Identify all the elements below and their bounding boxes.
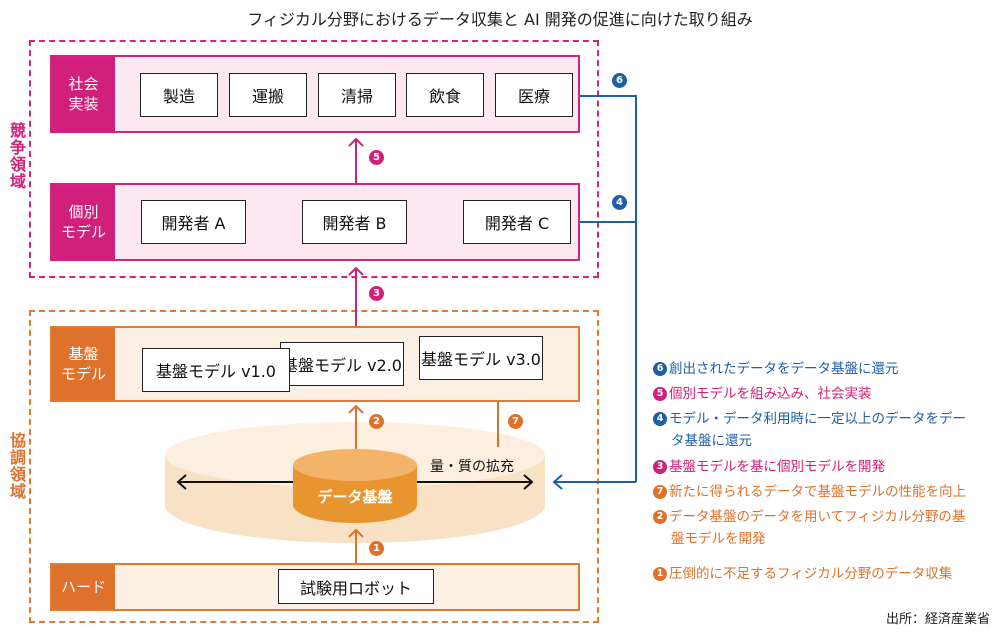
developer-box: 開発者 C [463,200,571,244]
individual-model-header: 個別 モデル [52,185,115,259]
cooperative-zone-label: 協調領域 [7,432,26,500]
domain-box: 製造 [140,73,218,117]
legend-text: タ基盤に還元 [671,433,752,449]
legend-line: タ基盤に還元 [653,430,998,452]
step-6-badge: 6 [612,73,627,88]
domain-box: 飲食 [406,73,484,117]
arrow-2-head [348,404,364,414]
legend-step-badge: 1 [653,567,667,581]
domain-box: 清掃 [318,73,396,117]
developer-box: 開発者 B [302,200,407,244]
legend-step-badge: 2 [653,510,667,524]
source-note: 出所：経済産業省 [885,612,990,627]
social-implementation-row: 社会 実装 [50,55,580,133]
data-platform-label: データ基盤 [317,488,393,506]
step-5-badge: 5 [369,150,384,165]
foundation-model-v3-box: 基盤モデル v3.0 [419,336,543,380]
test-robot-box: 試験用ロボット [278,569,434,604]
step-7-badge: 7 [508,414,523,429]
legend-step-badge: 3 [653,460,667,474]
legend-text: 新たに得られるデータで基盤モデルの性能を向上 [669,484,966,500]
expansion-arrow-left-head [176,474,187,490]
developer-box: 開発者 A [141,200,246,244]
step-1-badge: 1 [369,541,384,556]
legend-line: 盤モデルを開発 [653,528,998,550]
legend-step-badge: 6 [653,362,667,376]
legend-text: データ基盤のデータを用いてフィジカル分野の基 [669,509,966,525]
expansion-arrow-right-head [523,474,534,490]
diagram-title: フィジカル分野におけるデータ収集と AI 開発の促進に向けた取り組み [247,10,753,29]
domain-box: 運搬 [229,73,307,117]
domain-box: 医療 [495,73,573,117]
step-2-badge: 2 [369,414,384,429]
step-3-badge: 3 [369,286,384,301]
feedback-return-head [552,474,563,490]
foundation-model-header: 基盤 モデル [52,328,115,400]
foundation-model-v2-box: 基盤モデル v2.0 [280,342,404,386]
competitive-zone [29,40,599,278]
step-4-badge: 4 [612,195,627,210]
legend-text: 創出されたデータをデータ基盤に還元 [669,361,899,377]
legend-text: モデル・データ利用時に一定以上のデータをデー [669,411,966,427]
expansion-label: 量・質の拡充 [430,459,514,475]
social-implementation-header: 社会 実装 [52,57,115,131]
arrow-3-head [348,266,364,276]
legend-text: 基盤モデルを基に個別モデルを開発 [669,459,885,475]
legend-text: 個別モデルを組み込み、社会実装 [669,386,872,402]
legend-text: 圧倒的に不足するフィジカル分野のデータ収集 [669,566,953,582]
hardware-header: ハード [52,565,115,609]
competitive-zone-label: 競争領域 [7,122,26,190]
legend-step-badge: 5 [653,387,667,401]
legend-text: 盤モデルを開発 [671,531,766,547]
arrow-1-head [348,528,364,538]
foundation-model-v1-box: 基盤モデル v1.0 [142,348,290,392]
cooperative-zone [29,310,599,623]
legend-step-badge: 7 [653,485,667,499]
core-cylinder-top [293,449,417,481]
core-cylinder-side [293,465,417,523]
legend-step-badge: 4 [653,412,667,426]
feedback-6-line [573,95,637,482]
arrow-5-head [348,137,364,147]
